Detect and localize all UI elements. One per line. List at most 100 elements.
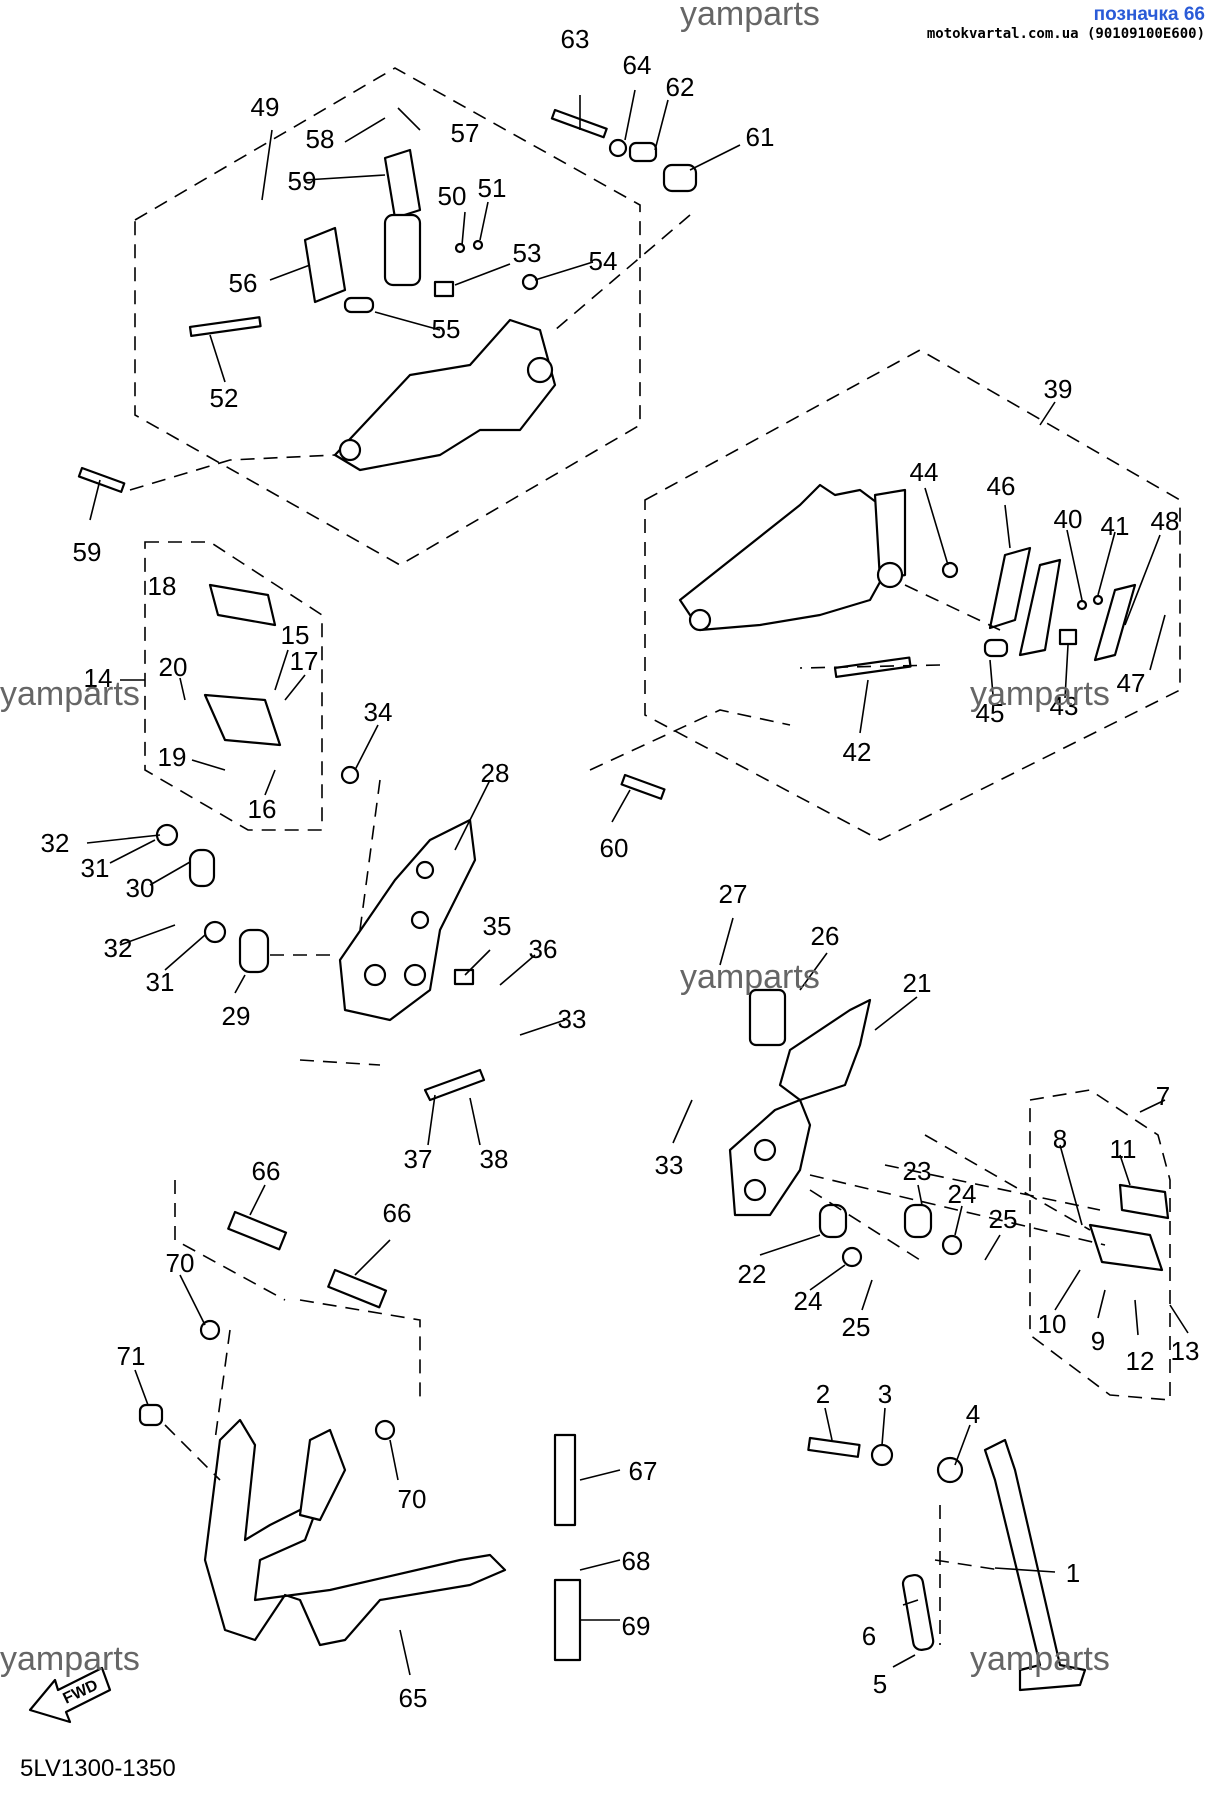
nut-70b	[374, 1419, 396, 1441]
callout-40: 40	[1054, 504, 1083, 534]
callout-42: 42	[843, 737, 872, 767]
callout-7: 7	[1156, 1081, 1170, 1111]
bolt-66a	[227, 1210, 288, 1251]
watermark-top: yamparts	[680, 0, 820, 33]
callout-69: 69	[622, 1611, 651, 1641]
callout-16: 16	[248, 794, 277, 824]
callout-70: 70	[398, 1484, 427, 1514]
washer-3	[870, 1443, 894, 1467]
bushing-23	[903, 1203, 933, 1239]
callout-28: 28	[481, 758, 510, 788]
group-outline-39	[644, 349, 1181, 841]
callout-20: 20	[159, 652, 188, 682]
callout-48: 48	[1151, 506, 1180, 536]
callout-32: 32	[41, 828, 70, 858]
callout-61: 61	[746, 122, 775, 152]
callout-67: 67	[629, 1456, 658, 1486]
callout-65: 65	[399, 1683, 428, 1713]
stopper-71	[138, 1403, 164, 1427]
spring-40	[1076, 599, 1088, 611]
nut-70a	[199, 1319, 221, 1341]
center-stand-65	[203, 1418, 507, 1647]
ball-41	[1092, 594, 1104, 606]
bolt-42	[833, 656, 912, 679]
callout-29: 29	[222, 1001, 251, 1031]
callout-12: 12	[1126, 1346, 1155, 1376]
callout-31: 31	[146, 967, 175, 997]
watermark-left-mid: yamparts	[0, 675, 140, 713]
nut-4	[936, 1456, 964, 1484]
callout-10: 10	[1038, 1309, 1067, 1339]
bracket-35	[453, 968, 475, 986]
callout-54: 54	[589, 246, 618, 276]
footpeg-11	[1118, 1183, 1170, 1220]
footpeg-arm-59	[383, 148, 422, 220]
bolt-52	[188, 316, 262, 338]
group-outline-7	[1029, 1089, 1171, 1401]
callout-36: 36	[529, 934, 558, 964]
callout-18: 18	[148, 571, 177, 601]
washer-24b	[941, 1234, 963, 1256]
spring-37	[423, 1068, 486, 1102]
spring-67	[553, 1433, 577, 1527]
spring-6	[901, 1573, 935, 1651]
callout-17: 17	[290, 646, 319, 676]
bolt-2	[807, 1436, 861, 1458]
callout-60: 60	[600, 833, 629, 863]
callout-63: 63	[561, 24, 590, 54]
callout-11: 11	[1110, 1134, 1137, 1164]
callout-68: 68	[622, 1546, 651, 1576]
group-side-stand	[807, 1407, 1087, 1692]
callout-26: 26	[811, 921, 840, 951]
callout-33: 33	[558, 1004, 587, 1034]
pivot-block-right	[1018, 558, 1062, 657]
callout-23: 23	[903, 1156, 932, 1186]
callout-38: 38	[480, 1144, 509, 1174]
callout-2: 2	[816, 1379, 830, 1409]
plate-53	[433, 280, 455, 298]
watermark-left-bottom: yamparts	[0, 1640, 140, 1678]
footpeg-18	[208, 583, 277, 627]
footpeg-rubber-56	[303, 226, 347, 304]
pin-45	[983, 638, 1009, 658]
callout-41: 41	[1101, 511, 1130, 541]
bushing-29	[238, 928, 270, 974]
footpeg-rubber-46	[988, 546, 1032, 630]
ball-51	[472, 239, 484, 251]
callout-15: 15	[281, 620, 310, 650]
callout-21: 21	[903, 968, 932, 998]
callout-34: 34	[364, 697, 393, 727]
callout-66: 66	[252, 1156, 281, 1186]
footrest-bracket-28	[338, 818, 477, 1022]
callout-25: 25	[842, 1312, 871, 1342]
watermark-right-bottom: yamparts	[970, 1640, 1110, 1678]
badge-title: позначка 66	[1093, 4, 1205, 25]
nut-44	[941, 561, 959, 579]
callout-59: 59	[73, 537, 102, 567]
callout-70: 70	[166, 1248, 195, 1278]
callout-53: 53	[513, 238, 542, 268]
heel-plate-21	[778, 998, 872, 1102]
callout-58: 58	[306, 124, 335, 154]
washer-64	[608, 138, 628, 158]
plate-43	[1058, 628, 1078, 646]
footrest-bracket-left	[333, 318, 557, 472]
callout-56: 56	[229, 268, 258, 298]
callout-52: 52	[210, 383, 239, 413]
callout-43: 43	[1050, 691, 1079, 721]
footpeg-holder-14	[203, 693, 282, 747]
badge-site: motokvartal.com.ua (90109100E600)	[926, 26, 1205, 42]
callout-50: 50	[438, 181, 467, 211]
callout-66: 66	[383, 1198, 412, 1228]
washer-34	[340, 765, 360, 785]
diagram-code: 5LV1300-1350	[20, 1755, 176, 1782]
callout-51: 51	[478, 173, 507, 203]
callout-59: 59	[288, 166, 317, 196]
callout-62: 62	[666, 72, 695, 102]
callout-19: 19	[158, 742, 187, 772]
spring-50	[454, 242, 466, 254]
callout-27: 27	[719, 879, 748, 909]
group-center-stand: FWD	[28, 1180, 621, 1724]
callout-4: 4	[966, 1399, 980, 1429]
watermark-center: yamparts	[680, 958, 820, 996]
